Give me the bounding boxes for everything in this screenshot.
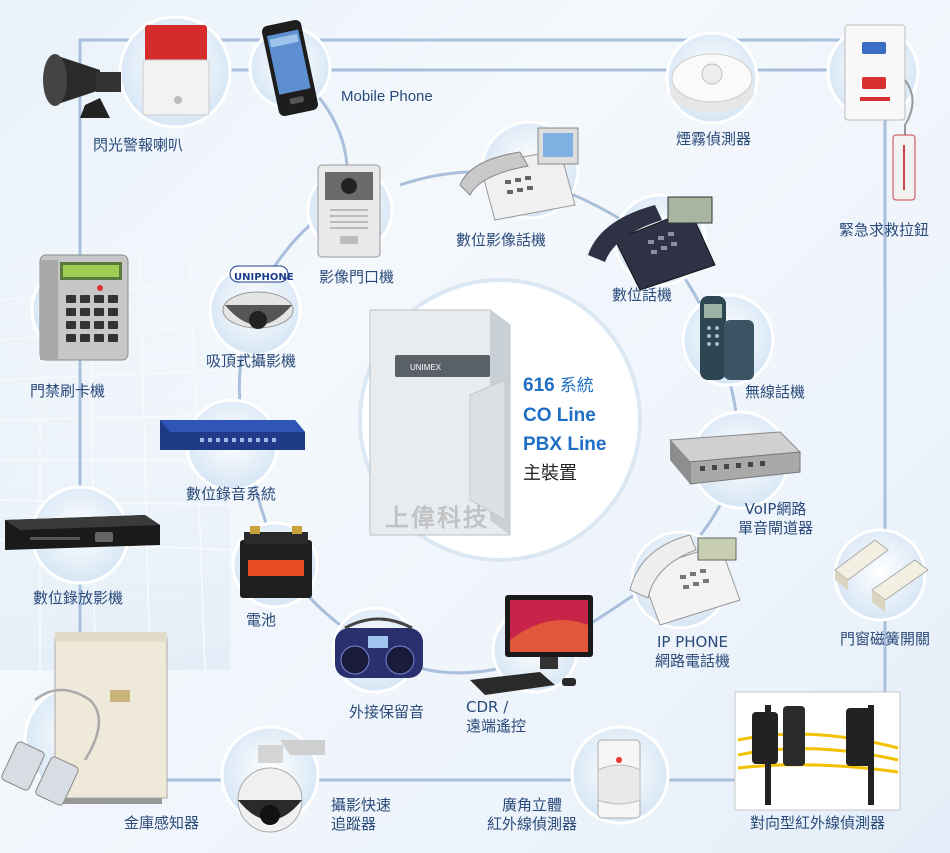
dome-brand-label: UNIPHONE	[234, 272, 294, 283]
voice-recorder-icon	[160, 420, 305, 450]
pbx-main-unit: UNIMEX	[369, 309, 511, 536]
smoke-detector-icon	[670, 53, 754, 112]
label-pir-detector: 廣角立體 紅外線偵測器	[487, 796, 578, 833]
label-digital-phone: 數位話機	[612, 286, 673, 304]
label-strobe-horn: 閃光警報喇叭	[93, 136, 184, 154]
battery-icon	[240, 526, 312, 598]
computer-icon	[470, 595, 593, 695]
label-door-magnet: 門窗磁簧開關	[840, 630, 931, 648]
ir-beam-icon	[734, 691, 901, 811]
label-battery: 電池	[246, 611, 277, 629]
label-safe-sensor: 金庫感知器	[124, 814, 200, 832]
label-smoke-detector: 煙霧偵測器	[676, 130, 752, 148]
label-cdr: CDR / 遠端遙控	[466, 698, 527, 735]
system-word: 系統	[559, 376, 594, 396]
mobile-phone-icon	[261, 19, 319, 117]
dome-camera-icon	[222, 265, 294, 329]
label-video-phone: 數位影像話機	[456, 231, 547, 249]
system-number: 616	[523, 375, 555, 396]
label-dome-camera: 吸頂式攝影機	[206, 352, 297, 370]
pbx-line-label: PBX Line	[523, 434, 607, 455]
safe-sensor-icon	[1, 688, 101, 806]
co-line-label: CO Line	[523, 405, 596, 426]
door-magnet-icon	[834, 539, 929, 612]
label-mobile-phone: Mobile Phone	[341, 88, 433, 105]
label-dvr: 數位錄放影機	[33, 589, 124, 607]
dvr-icon	[5, 515, 160, 550]
center-description: 616 系統 CO Line PBX Line 主裝置	[523, 371, 606, 488]
label-voice-recorder: 數位錄音系統	[186, 485, 277, 503]
pbx-brand-label: UNIMEX	[410, 363, 442, 372]
emergency-pull-icon	[844, 24, 916, 201]
label-cordless-phone: 無線話機	[745, 383, 806, 401]
horn-speaker-icon	[43, 54, 121, 118]
main-unit-label: 主裝置	[523, 463, 577, 484]
ptz-camera-icon	[237, 740, 325, 833]
label-access-card: 門禁刷卡機	[30, 382, 106, 400]
label-ir-beam: 對向型紅外線偵測器	[750, 814, 886, 832]
boombox-icon	[335, 617, 423, 678]
strobe-light-icon	[142, 25, 210, 116]
label-video-doorphone: 影像門口機	[319, 268, 395, 286]
ip-phone-icon	[629, 534, 741, 626]
company-watermark: 上偉科技	[385, 504, 489, 532]
label-ip-phone: IP PHONE 網路電話機	[655, 633, 731, 670]
label-voip-gateway: VoIP網路 單音閘道器	[738, 500, 814, 537]
label-ptz-camera: 攝影快速 追蹤器	[331, 796, 392, 833]
access-card-reader-icon	[39, 254, 129, 361]
label-emergency-pull: 緊急求救拉鈕	[839, 221, 930, 239]
video-doorphone-icon	[317, 164, 381, 258]
video-phone-icon	[459, 127, 579, 221]
label-music-on-hold: 外接保留音	[349, 703, 425, 721]
voip-gateway-icon	[668, 431, 802, 485]
digital-phone-icon	[588, 196, 716, 291]
cordless-phone-icon	[700, 296, 754, 380]
pir-detector-icon	[597, 739, 641, 819]
